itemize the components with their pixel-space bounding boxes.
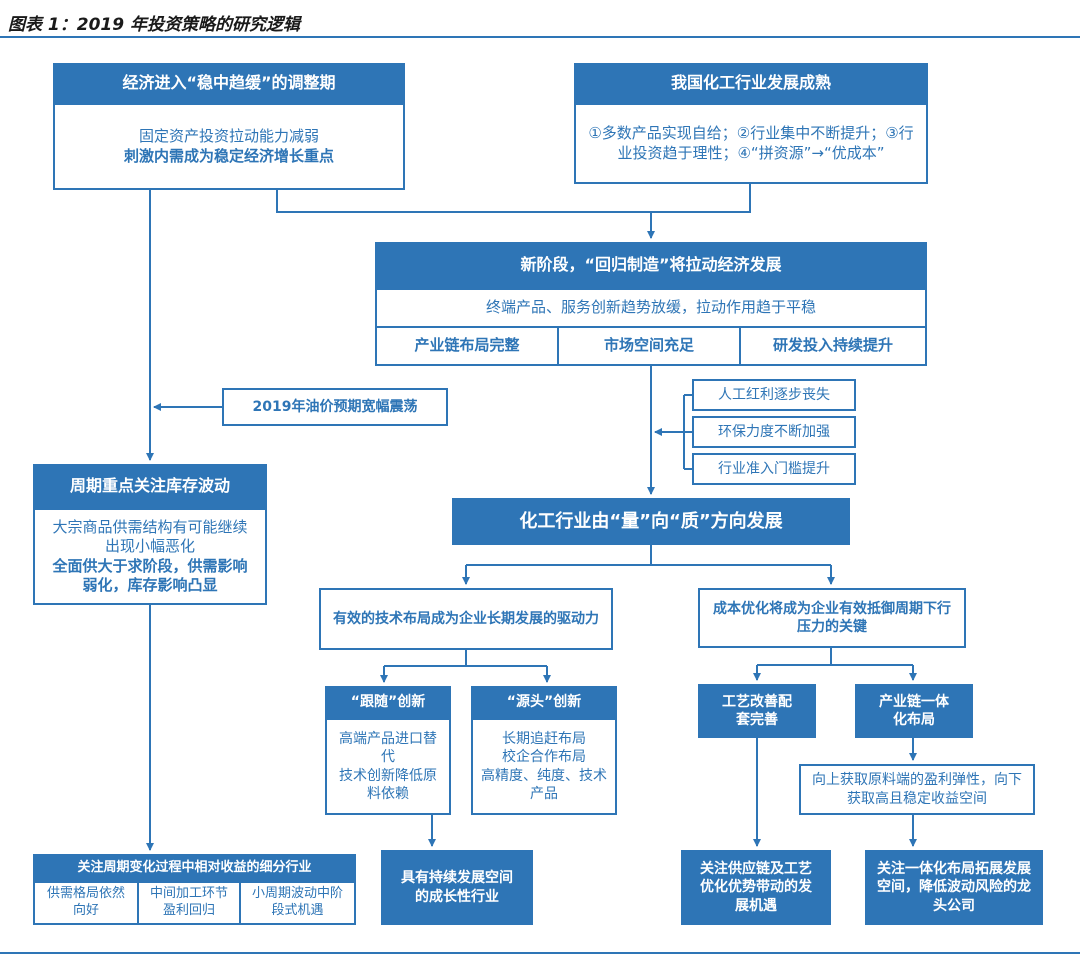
mid-cell-1: 产业链布局完整 bbox=[375, 326, 559, 366]
chain-box: 产业链一体化布局 bbox=[855, 684, 973, 738]
oil-box: 2019年油价预期宽幅震荡 bbox=[222, 388, 448, 426]
left-body-line2: 刺激内需成为稳定经济增长重点 bbox=[123, 146, 334, 165]
bottom-rule bbox=[0, 952, 1080, 954]
cycle-body: 大宗商品供需结构有可能继续出现小幅恶化 全面供大于求阶段，供需影响弱化，库存影响… bbox=[33, 508, 267, 605]
craft-box: 工艺改善配套完善 bbox=[698, 684, 816, 738]
source-body-1: 长期追赶布局 bbox=[502, 731, 586, 748]
growth-box: 具有持续发展空间的成长性行业 bbox=[381, 850, 533, 925]
follow-body-2: 技术创新降低原料依赖 bbox=[339, 767, 437, 802]
cycle-header: 周期重点关注库存波动 bbox=[33, 464, 267, 508]
leader-box: 关注一体化布局拓展发展空间，降低波动风险的龙头公司 bbox=[865, 850, 1043, 925]
right-top-header: 我国化工行业发展成熟 bbox=[574, 63, 928, 103]
figure-title: 图表 1：2019 年投资策略的研究逻辑 bbox=[8, 15, 300, 35]
source-header: “源头”创新 bbox=[471, 686, 617, 718]
supply-box: 关注供应链及工艺优化优势带动的发展机遇 bbox=[681, 850, 831, 925]
left-body-line1: 固定资产投资拉动能力减弱 bbox=[138, 127, 319, 145]
chain-detail-box: 向上获取原料端的盈利弹性，向下获取高且稳定收益空间 bbox=[799, 764, 1035, 815]
top-rule bbox=[0, 36, 1080, 38]
follow-body: 高端产品进口替代 技术创新降低原料依赖 bbox=[325, 718, 451, 815]
left-body: 固定资产投资拉动能力减弱 刺激内需成为稳定经济增长重点 bbox=[53, 103, 405, 190]
bottom-left-cell-3: 小周期波动中阶段式机遇 bbox=[239, 881, 356, 925]
cycle-body-line1: 大宗商品供需结构有可能继续出现小幅恶化 bbox=[52, 517, 248, 556]
mid-header: 新阶段，“回归制造”将拉动经济发展 bbox=[375, 242, 927, 288]
bottom-left-cell-1: 供需格局依然向好 bbox=[33, 881, 139, 925]
mid-cell-2: 市场空间充足 bbox=[557, 326, 741, 366]
tech-box: 有效的技术布局成为企业长期发展的驱动力 bbox=[319, 588, 613, 650]
source-body-2: 校企合作布局 bbox=[502, 749, 586, 766]
follow-header: “跟随”创新 bbox=[325, 686, 451, 718]
right-top-body: ①多数产品实现自给；②行业集中不断提升；③行业投资趋于理性；④“拼资源”→“优成… bbox=[574, 103, 928, 184]
factor-1: 人工红利逐步丧失 bbox=[692, 379, 856, 411]
cost-box: 成本优化将成为企业有效抵御周期下行压力的关键 bbox=[698, 588, 966, 648]
left-header: 经济进入“稳中趋缓”的调整期 bbox=[53, 63, 405, 103]
mid-body: 终端产品、服务创新趋势放缓，拉动作用趋于平稳 bbox=[375, 288, 927, 328]
bottom-left-header: 关注周期变化过程中相对收益的细分行业 bbox=[33, 854, 356, 882]
cycle-body-line2: 全面供大于求阶段，供需影响弱化，库存影响凸显 bbox=[52, 556, 248, 595]
bottom-left-cell-2: 中间加工环节盈利回归 bbox=[137, 881, 241, 925]
mid-cell-3: 研发投入持续提升 bbox=[739, 326, 927, 366]
follow-body-1: 高端产品进口替代 bbox=[339, 731, 437, 766]
factor-3: 行业准入门槛提升 bbox=[692, 453, 856, 485]
quality-box: 化工行业由“量”向“质”方向发展 bbox=[452, 498, 850, 545]
source-body-3: 高精度、纯度、技术产品 bbox=[481, 767, 607, 802]
factor-2: 环保力度不断加强 bbox=[692, 416, 856, 448]
source-body: 长期追赶布局 校企合作布局 高精度、纯度、技术产品 bbox=[471, 718, 617, 815]
